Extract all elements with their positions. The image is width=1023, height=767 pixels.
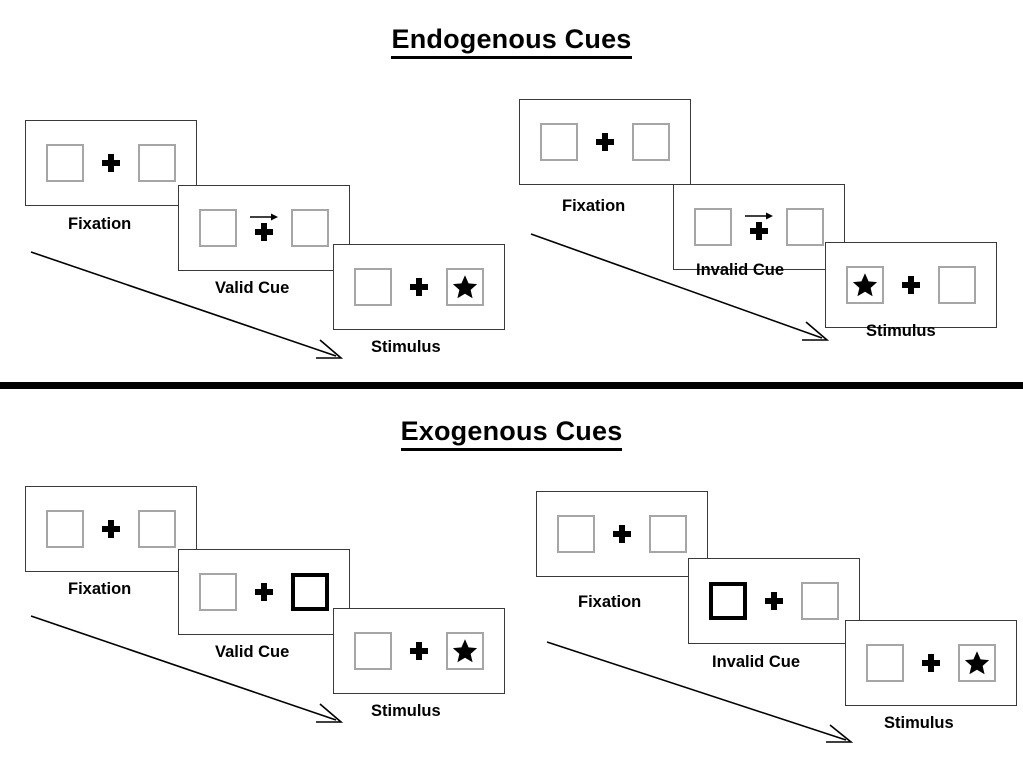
plus-cross-icon <box>250 213 278 251</box>
placeholder-box-left <box>694 208 732 246</box>
panel-exogenous-invalid-fixation <box>536 491 708 577</box>
star-icon <box>964 651 990 675</box>
placeholder-box-right <box>291 209 329 247</box>
section-title-endogenous: Endogenous Cues <box>0 24 1023 59</box>
placeholder-box-left <box>540 123 578 161</box>
panel-inner <box>540 123 670 161</box>
panel-inner <box>694 204 824 250</box>
diagonal-time-arrow-icon <box>546 641 854 743</box>
plus-cross-icon <box>745 212 773 250</box>
panel-inner <box>557 515 687 553</box>
panel-inner <box>199 573 329 611</box>
placeholder-box-left <box>354 632 392 670</box>
stimulus-box-right <box>446 268 484 306</box>
panel-exogenous-valid-stimulus <box>333 608 505 694</box>
section-title-exogenous: Exogenous Cues <box>0 416 1023 451</box>
cued-box-right <box>291 573 329 611</box>
panel-label-endogenous-valid-stimulus: Stimulus <box>371 338 441 356</box>
section-title-exogenous-text: Exogenous Cues <box>400 416 623 451</box>
panel-label-exogenous-invalid-stimulus: Stimulus <box>884 714 954 732</box>
plus-cross-icon <box>406 268 432 306</box>
section-divider <box>0 382 1023 389</box>
panel-exogenous-invalid-cue <box>688 558 860 644</box>
placeholder-box-left <box>46 510 84 548</box>
placeholder-box-right <box>938 266 976 304</box>
panel-endogenous-invalid-stimulus <box>825 242 997 328</box>
placeholder-box-right <box>801 582 839 620</box>
placeholder-box-left <box>866 644 904 682</box>
panel-label-endogenous-invalid-stimulus: Stimulus <box>866 322 936 340</box>
plus-cross-icon <box>98 510 124 548</box>
panel-label-endogenous-valid-cue: Valid Cue <box>215 279 290 297</box>
plus-cross-icon <box>406 632 432 670</box>
panel-endogenous-invalid-cue <box>673 184 845 270</box>
placeholder-box-right <box>649 515 687 553</box>
panel-label-exogenous-valid-stimulus: Stimulus <box>371 702 441 720</box>
placeholder-box-left <box>199 573 237 611</box>
panel-exogenous-invalid-stimulus <box>845 620 1017 706</box>
star-icon <box>452 275 478 299</box>
panel-inner <box>866 644 996 682</box>
plus-cross-icon <box>251 573 277 611</box>
panel-label-exogenous-valid-cue: Valid Cue <box>215 643 290 661</box>
stimulus-box-left <box>846 266 884 304</box>
placeholder-box-right <box>632 123 670 161</box>
panel-inner <box>846 266 976 304</box>
panel-inner <box>199 205 329 251</box>
plus-cross-icon <box>898 266 924 304</box>
stimulus-box-right <box>446 632 484 670</box>
panel-endogenous-valid-cue <box>178 185 350 271</box>
plus-cross-icon <box>918 644 944 682</box>
plus-cross-icon <box>609 515 635 553</box>
placeholder-box-right <box>138 144 176 182</box>
panel-endogenous-invalid-fixation <box>519 99 691 185</box>
panel-inner <box>46 510 176 548</box>
panel-endogenous-valid-stimulus <box>333 244 505 330</box>
plus-cross-icon <box>592 123 618 161</box>
panel-endogenous-valid-fixation <box>25 120 197 206</box>
placeholder-box-left <box>557 515 595 553</box>
panel-exogenous-valid-cue <box>178 549 350 635</box>
star-icon <box>852 273 878 297</box>
panel-label-exogenous-invalid-fixation: Fixation <box>578 593 642 611</box>
section-title-endogenous-text: Endogenous Cues <box>391 24 632 59</box>
placeholder-box-right <box>786 208 824 246</box>
panel-label-endogenous-invalid-cue: Invalid Cue <box>696 261 785 279</box>
panel-exogenous-valid-fixation <box>25 486 197 572</box>
stimulus-box-right <box>958 644 996 682</box>
arrow-right-icon <box>745 212 773 220</box>
panel-label-endogenous-valid-fixation: Fixation <box>68 215 132 233</box>
placeholder-box-left <box>199 209 237 247</box>
panel-inner <box>46 144 176 182</box>
panel-label-exogenous-valid-fixation: Fixation <box>68 580 132 598</box>
cued-box-left <box>709 582 747 620</box>
panel-label-exogenous-invalid-cue: Invalid Cue <box>712 653 801 671</box>
panel-label-endogenous-invalid-fixation: Fixation <box>562 197 626 215</box>
placeholder-box-left <box>46 144 84 182</box>
panel-inner <box>354 632 484 670</box>
panel-inner <box>354 268 484 306</box>
arrow-right-icon <box>250 213 278 221</box>
placeholder-box-right <box>138 510 176 548</box>
placeholder-box-left <box>354 268 392 306</box>
plus-cross-icon <box>761 582 787 620</box>
panel-inner <box>709 582 839 620</box>
plus-cross-icon <box>98 144 124 182</box>
star-icon <box>452 639 478 663</box>
